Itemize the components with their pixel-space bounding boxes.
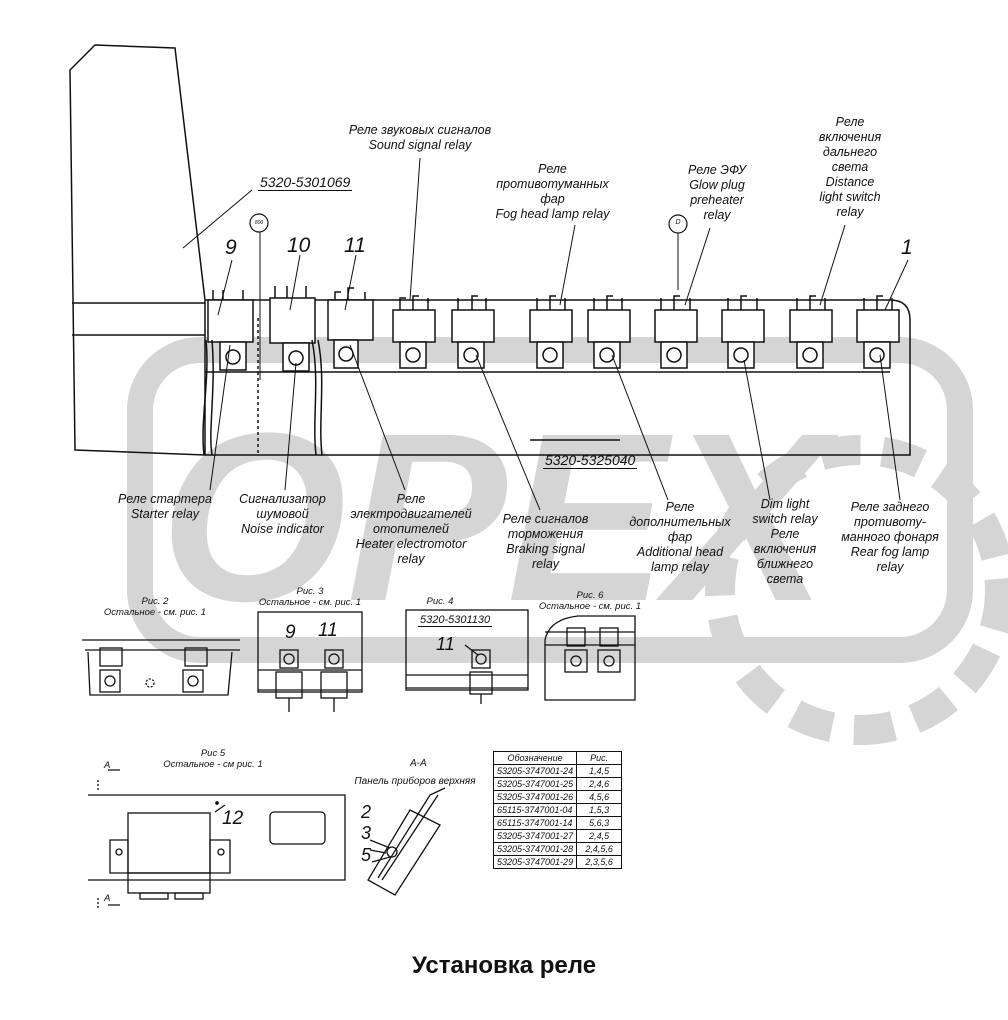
fig5-callout-12: 12	[222, 808, 244, 829]
fig3-callout-11: 11	[318, 620, 338, 641]
table-cell: 1,4,5	[576, 764, 623, 778]
label-dim-light-relay: Dim light switch relay Реле включения бл…	[752, 497, 818, 586]
label-braking-signal-relay: Реле сигналов торможения Braking signal …	[502, 512, 589, 571]
label-starter-relay: Реле стартера Starter relay	[118, 492, 212, 521]
label-noise-indicator: Сигнализатор шумовой Noise indicator	[239, 492, 326, 536]
callout-10: 10	[287, 234, 311, 257]
part-number-upper-panel: 5320-5301069	[258, 174, 353, 191]
fig4-part-number: 5320-5301130	[418, 614, 493, 627]
table-cell: 2,4,6	[576, 777, 623, 791]
table-cell: 53205-3747001-25	[492, 777, 578, 791]
main-panel	[69, 44, 911, 456]
table-cell: 53205-3747001-24	[492, 764, 578, 778]
table-cell: 2,4,5,6	[576, 842, 623, 856]
section-aa-title: А-А	[410, 758, 427, 769]
table-cell: 65115-3747001-14	[492, 816, 578, 830]
fig2-drawing	[82, 639, 240, 696]
label-glow-plug-relay: Реле ЭФУ Glow plug preheater relay	[688, 163, 746, 222]
label-upper-instrument-panel: Панель приборов верхняя	[354, 776, 476, 787]
fig6-drawing	[544, 615, 636, 701]
callout-1: 1	[901, 236, 913, 259]
relay-row	[207, 297, 900, 372]
table-cell: 2,4,5	[576, 829, 623, 843]
callout-9: 9	[225, 236, 237, 259]
table-cell: 1,5,3	[576, 803, 623, 817]
part-number-lower-panel: 5320-5325040	[543, 452, 638, 469]
label-rear-fog-lamp-relay: Реле заднего противоту- манного фонаря R…	[841, 500, 939, 574]
section-mark-a-top: А	[104, 760, 111, 771]
label-sound-signal-relay: Реле звуковых сигналов Sound signal rela…	[348, 123, 492, 152]
watermark-logo: OPEX	[127, 337, 1008, 745]
label-heater-relay: Реле электродвигателей отопителей Heater…	[350, 492, 472, 566]
page-title: Установка реле	[411, 952, 597, 979]
table-cell: 4,5,6	[576, 790, 623, 804]
fig3-callout-9: 9	[285, 622, 296, 643]
table-cell: 53205-3747001-26	[492, 790, 578, 804]
fig4-callout-11: 11	[436, 634, 455, 654]
circle-markers	[249, 213, 688, 234]
section-aa-drawing	[367, 787, 446, 896]
label-additional-head-lamp-relay: Реле дополнительных фар Additional head …	[629, 500, 731, 574]
table-header-figure: Рис.	[576, 751, 623, 765]
label-distance-light-relay: Реле включения дальнего света Distance l…	[818, 115, 882, 219]
aa-callout-5: 5	[361, 845, 372, 865]
table-cell: 53205-3747001-28	[492, 842, 578, 856]
circle-marker-d: D	[675, 219, 681, 226]
fig4-title: Рис. 4	[426, 596, 454, 607]
table-cell: 65115-3747001-04	[492, 803, 578, 817]
leader-lines	[182, 157, 909, 511]
circle-marker-800: 800	[254, 220, 264, 226]
table-cell: 53205-3747001-27	[492, 829, 578, 843]
table-cell: 53205-3747001-29	[492, 855, 578, 869]
label-fog-head-lamp-relay: Реле противотуманных фар Fog head lamp r…	[495, 162, 610, 221]
table-header-designation: Обозначение	[492, 751, 578, 765]
aa-callout-3: 3	[361, 823, 372, 843]
watermark-text: OPEX	[160, 383, 840, 651]
table-cell: 5,6,3	[576, 816, 623, 830]
fig5-drawing	[88, 769, 346, 908]
callout-11: 11	[344, 234, 366, 257]
fig4-drawing	[405, 609, 529, 704]
aa-callout-2: 2	[361, 802, 372, 822]
section-mark-a-bottom: А	[104, 893, 111, 904]
table-cell: 2,3,5,6	[576, 855, 623, 869]
fig3-drawing	[257, 611, 363, 712]
